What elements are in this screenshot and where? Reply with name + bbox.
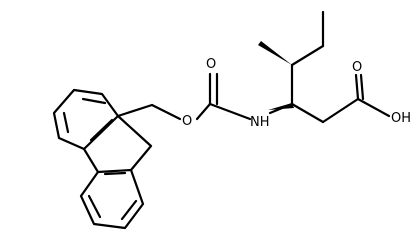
methylene-linker [116,103,182,121]
fluorene-upper-benzene-ring [52,88,120,151]
wedge-bond-stereocenter [268,103,294,110]
fluorene-lower-benzene-ring [79,168,145,230]
acid-hydroxyl-label: OH [391,111,411,126]
backbone-to-acid [290,73,391,124]
ester-oxygen-label: O [182,114,192,129]
wedge-bond-methyl [258,41,292,65]
carbonyl-oxygen-label: O [206,57,216,72]
fluorene-five-membered-ring [82,114,153,174]
isoleucine-side-chain [290,10,325,106]
carbamate-group [195,72,252,121]
acid-carbonyl-oxygen-label: O [352,60,362,75]
amine-nh-label: NH [250,115,270,130]
